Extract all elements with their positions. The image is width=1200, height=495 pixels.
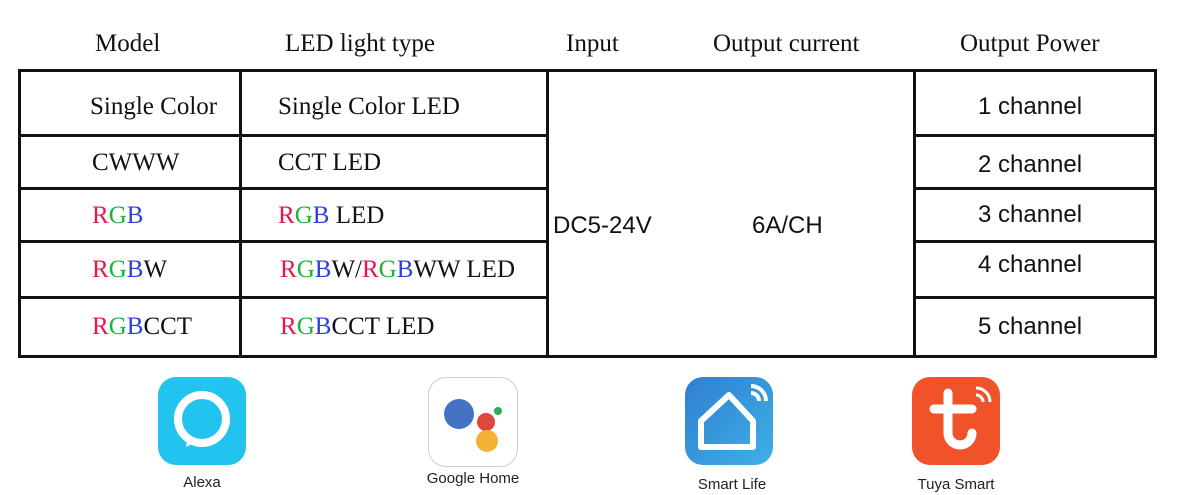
tuya-smart-icon — [912, 377, 1000, 465]
text-segment: G — [108, 202, 127, 229]
row-divider — [913, 134, 1157, 137]
smart-life-icon — [685, 377, 773, 465]
text-segment: B — [126, 256, 144, 283]
text-segment: B — [312, 202, 330, 229]
text-segment: B — [126, 313, 144, 340]
header-input: Input — [566, 30, 619, 57]
text-segment: G — [378, 256, 397, 283]
text-segment: B — [396, 256, 414, 283]
text-segment: R — [92, 313, 109, 340]
text-segment: Single Color LED — [278, 93, 460, 120]
led-type-cell: RGBW/RGBWW LED — [280, 256, 515, 284]
app-label-google-home: Google Home — [426, 470, 520, 487]
model-cell: CWWW — [92, 149, 179, 177]
border-top — [18, 69, 1157, 72]
text-segment: W — [143, 256, 168, 283]
text-segment: WW LED — [413, 256, 516, 283]
led-type-cell: RGB LED — [278, 202, 384, 230]
text-segment: B — [314, 256, 332, 283]
border-left — [18, 69, 21, 358]
border-right — [1154, 69, 1157, 358]
app-label-tuya-smart: Tuya Smart — [917, 476, 995, 493]
text-segment: R — [278, 202, 295, 229]
output-power-cell: 1 channel — [978, 93, 1083, 120]
output-power-cell: 2 channel — [978, 151, 1083, 178]
divider — [546, 69, 549, 358]
row-divider — [913, 240, 1157, 243]
divider — [913, 69, 916, 358]
text-segment: R — [92, 202, 109, 229]
output-power-cell: 4 channel — [978, 251, 1083, 278]
model-cell: RGBCCT — [92, 313, 192, 341]
text-segment: W/ — [331, 256, 362, 283]
output-power-cell: 3 channel — [978, 201, 1083, 228]
row-divider — [18, 134, 548, 137]
model-cell: RGBW — [92, 256, 167, 284]
text-segment: G — [108, 313, 127, 340]
input-value: DC5-24V — [553, 212, 652, 239]
text-segment: CCT LED — [331, 313, 435, 340]
text-segment: LED — [329, 202, 385, 229]
text-segment: R — [361, 256, 379, 283]
text-segment: B — [314, 313, 332, 340]
text-segment: R — [280, 313, 297, 340]
header-model: Model — [95, 30, 161, 57]
text-segment: CWWW — [92, 149, 180, 176]
header-output-current: Output current — [713, 30, 860, 57]
app-label-alexa: Alexa — [183, 474, 221, 491]
text-segment: G — [296, 256, 315, 283]
led-type-cell: RGBCCT LED — [280, 313, 434, 341]
alexa-icon — [158, 377, 246, 465]
text-segment: G — [294, 202, 313, 229]
text-segment: B — [126, 202, 144, 229]
row-divider — [18, 240, 548, 243]
text-segment: R — [92, 256, 109, 283]
model-cell: RGB — [92, 202, 143, 230]
model-cell: Single Color — [90, 93, 217, 121]
app-label-smart-life: Smart Life — [697, 476, 767, 493]
text-segment: G — [108, 256, 127, 283]
divider — [239, 69, 242, 358]
row-divider — [18, 296, 548, 299]
text-segment: G — [296, 313, 315, 340]
led-type-cell: CCT LED — [278, 149, 381, 177]
text-segment: CCT — [143, 313, 193, 340]
border-bottom — [18, 355, 1157, 358]
led-type-cell: Single Color LED — [278, 93, 460, 121]
output-current-value: 6A/CH — [752, 212, 823, 239]
google-home-icon — [428, 377, 518, 467]
row-divider — [913, 187, 1157, 190]
text-segment: R — [280, 256, 297, 283]
output-power-cell: 5 channel — [978, 313, 1083, 340]
row-divider — [913, 296, 1157, 299]
header-output-power: Output Power — [960, 30, 1100, 57]
text-segment: Single Color — [90, 93, 218, 120]
row-divider — [18, 187, 548, 190]
header-led-type: LED light type — [285, 30, 435, 57]
text-segment: CCT LED — [278, 149, 382, 176]
